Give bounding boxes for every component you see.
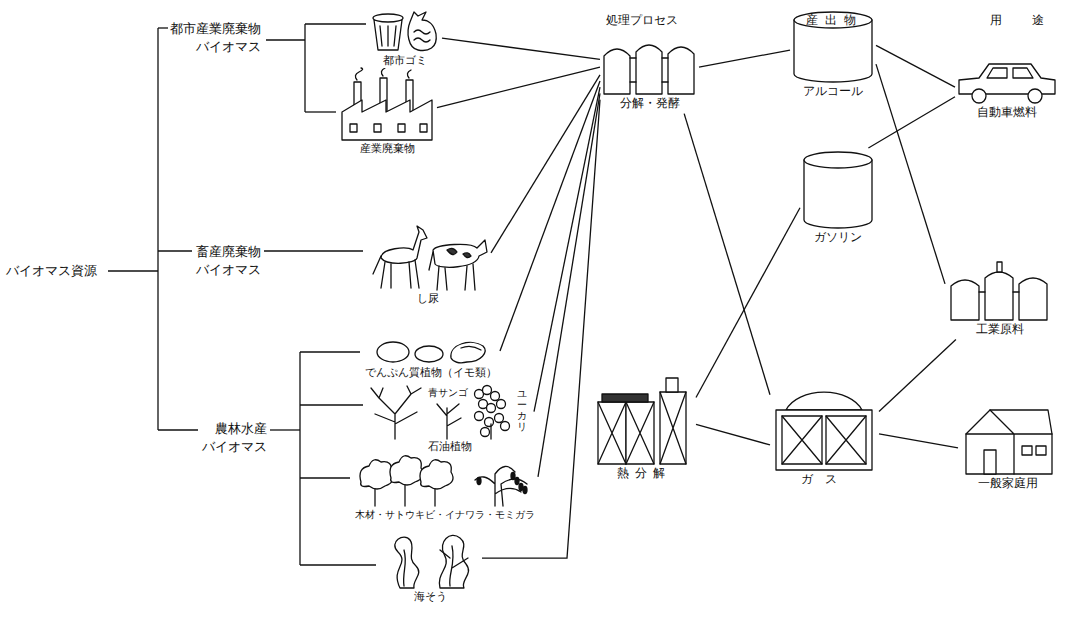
flow-line — [437, 67, 600, 107]
use-node: 自動車燃料 — [955, 58, 1059, 123]
node-label: 青サンゴ — [427, 386, 469, 399]
flow-line — [442, 38, 600, 59]
starch-plant-node: でんぷん質植物（イモ類） — [362, 334, 500, 382]
flow-line — [534, 87, 600, 412]
use-node: 工業原料 — [945, 260, 1054, 340]
car-illustration — [957, 60, 1057, 105]
product-node: ガソリン — [800, 148, 876, 248]
reactor-illustration — [594, 378, 694, 466]
node-label: 石油植物 — [427, 440, 473, 454]
column-header: 用途 — [990, 12, 1074, 28]
node-label: 海そう — [413, 590, 448, 604]
bracket-line — [264, 250, 363, 251]
node-label: でんぷん質植物（イモ類） — [364, 366, 498, 380]
product-node: ガス — [770, 378, 879, 490]
animals-illustration — [367, 218, 489, 292]
node-label: 都市ゴミ — [382, 54, 428, 68]
category-label: 農林水産 バイオマス — [202, 420, 267, 455]
bracket-line — [108, 270, 158, 271]
bracket-line — [305, 111, 336, 112]
node-label: 分解・発酵 — [619, 96, 681, 112]
flow-line — [699, 50, 790, 67]
bracket-line — [300, 477, 350, 478]
factory-illustration — [340, 68, 435, 142]
potato-illustration — [371, 336, 491, 366]
flow-line — [538, 93, 600, 476]
gas-illustration — [772, 380, 877, 472]
tanks-illustration — [602, 38, 697, 96]
oil-plant-node: 青サンゴ ユーカリ石油植物 — [365, 382, 534, 456]
root-label: バイオマス資源 — [6, 262, 97, 280]
trash-illustration — [370, 8, 440, 54]
node-label: ガス — [800, 472, 850, 488]
column-header: 処理プロセス — [606, 12, 678, 28]
flow-line — [696, 424, 770, 445]
bracket-line — [304, 24, 305, 112]
node-label: 自動車燃料 — [976, 105, 1038, 121]
bracket-line — [300, 564, 376, 565]
cylinder-illustration — [802, 150, 874, 230]
node-label: アルコール — [802, 84, 864, 100]
flow-line — [876, 45, 955, 87]
flow-line — [876, 64, 945, 284]
waste-icon-node: 都市ゴミ — [368, 6, 442, 70]
node-label: 熱分解 — [616, 466, 672, 482]
node-label: 一般家庭用 — [977, 476, 1039, 492]
column-header: 産出物 — [806, 12, 864, 28]
bracket-line — [305, 23, 366, 24]
bracket-line — [299, 352, 300, 565]
use-node: 一般家庭用 — [958, 402, 1057, 494]
node-label: 工業原料 — [975, 322, 1025, 338]
flow-line — [879, 340, 956, 412]
node-label: ガソリン — [813, 230, 863, 246]
wood-illustration — [355, 454, 535, 508]
bracket-line — [158, 27, 168, 28]
flow-line — [696, 208, 800, 398]
livestock-node: し尿 — [365, 216, 491, 308]
node-label: ユーカリ — [517, 388, 527, 432]
node-label: 産業廃棄物 — [359, 142, 416, 156]
bracket-line — [270, 429, 300, 430]
flow-line — [482, 100, 600, 558]
bracket-line — [300, 351, 360, 352]
process-node: 分解・発酵 — [600, 36, 699, 114]
bracket-line — [300, 404, 363, 405]
house-illustration — [960, 404, 1055, 476]
process-node: 熱分解 — [592, 376, 696, 484]
wood-straw-node: 木材・サトウキビ・イナワラ・モミガラ — [352, 452, 538, 523]
seaweed-node: 海そう — [378, 526, 482, 606]
seaweed-illustration — [380, 528, 480, 590]
bracket-line — [158, 429, 198, 430]
factory-node: 産業廃棄物 — [338, 66, 437, 158]
category-label: 畜産廃棄物 バイオマス — [196, 243, 261, 278]
bracket-line — [157, 28, 158, 430]
bracket-line — [158, 250, 192, 251]
industry-illustration — [947, 262, 1052, 322]
flow-line — [684, 114, 770, 395]
node-label: し尿 — [416, 292, 440, 306]
category-label: 都市産業廃棄物 バイオマス — [170, 20, 261, 55]
bracket-line — [266, 39, 305, 40]
node-label: 木材・サトウキビ・イナワラ・モミガラ — [354, 508, 536, 521]
flow-line — [868, 97, 955, 148]
flow-line — [879, 434, 958, 448]
flow-line — [491, 75, 600, 253]
